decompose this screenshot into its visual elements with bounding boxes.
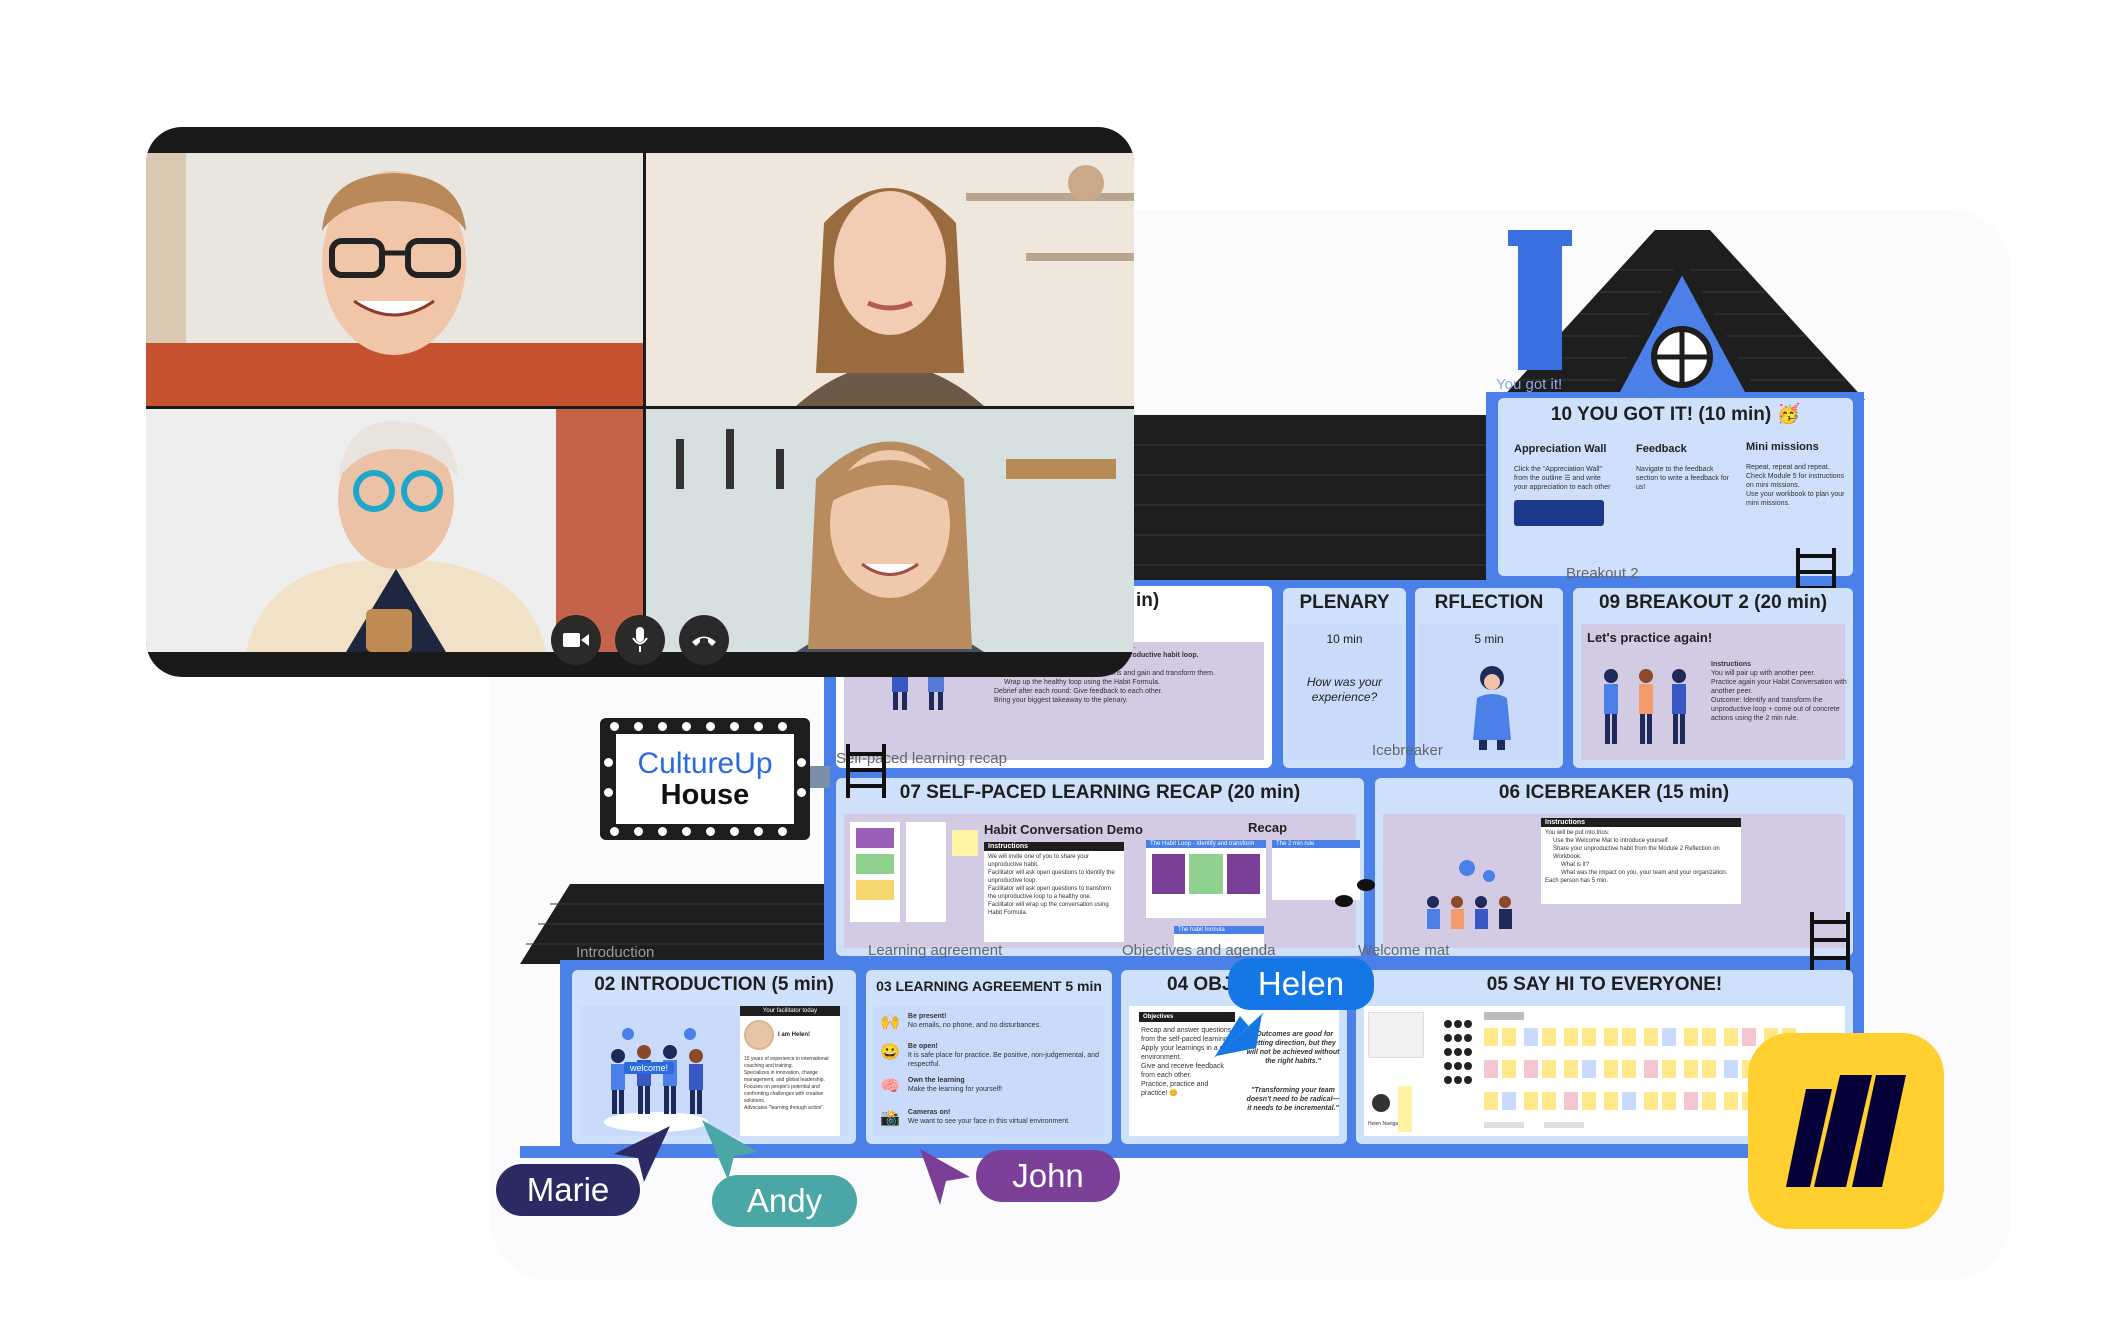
room-title: PLENARY (1299, 592, 1390, 613)
room-title: 03 LEARNING AGREEMENT 5 min (876, 978, 1102, 994)
group-discussion-illustration (1427, 860, 1512, 929)
camera-toggle-button[interactable] (551, 615, 601, 665)
raised-hands-icon: 🙌 (880, 1014, 900, 1031)
room-reflection[interactable]: RFLECTION 5 min (1415, 588, 1563, 768)
room-title: 09 BREAKOUT 2 (20 min) (1598, 592, 1828, 613)
area-label-breakout-2: Breakout 2 (1566, 565, 1639, 582)
chimney (1508, 230, 1572, 370)
sign-subtitle: House (660, 778, 750, 811)
marie-cursor-icon (614, 1126, 670, 1182)
ladder (846, 744, 886, 798)
room-06-icebreaker[interactable]: 06 ICEBREAKER (15 min) Instructions You … (1375, 778, 1853, 956)
room-10-you-got-it[interactable]: 10 YOU GOT IT! (10 min) 🥳 Appreciation W… (1498, 398, 1853, 576)
video-camera-icon (563, 633, 589, 647)
faces-grid (1442, 1016, 1472, 1128)
john-cursor-icon (920, 1149, 970, 1205)
welcome-banner: welcome! (624, 1062, 675, 1074)
room-02-introduction[interactable]: 02 INTRODUCTION (5 min) welcome! Your fa… (572, 970, 856, 1144)
people-practice-illustration (1604, 669, 1686, 744)
thinking-woman-illustration (1473, 666, 1511, 750)
welcome-team-illustration (604, 1028, 708, 1132)
andy-cursor-icon (702, 1120, 758, 1180)
cursor-label-andy: Andy (712, 1175, 857, 1227)
participant-video-tile[interactable] (646, 153, 1134, 406)
cursor-label-john: John (976, 1150, 1120, 1202)
avatar (744, 1020, 774, 1050)
microphone-toggle-button[interactable] (615, 615, 665, 665)
brain-icon: 🧠 (880, 1078, 900, 1095)
room-09-breakout-2[interactable]: 09 BREAKOUT 2 (20 min) Let's practice ag… (1573, 588, 1853, 768)
miro-logo-icon (1748, 1033, 1944, 1229)
room-title: 04 OBJ (1167, 974, 1233, 995)
video-call-window[interactable] (146, 127, 1134, 677)
area-label-icebreaker: Icebreaker (1372, 742, 1443, 759)
avatar (1372, 1094, 1390, 1112)
area-label-learning-agreement: Learning agreement (868, 942, 1003, 959)
call-controls (146, 615, 1134, 665)
cursor-label-helen: Helen (1228, 958, 1374, 1010)
microphone-icon (632, 627, 648, 652)
room-title: 10 YOU GOT IT! (10 min) 🥳 (1550, 404, 1801, 425)
area-label-you-got-it: You got it! (1496, 376, 1563, 393)
area-label-objectives-agenda: Objectives and agenda (1122, 942, 1276, 959)
room-07-self-paced-learning-recap[interactable]: 07 SELF-PACED LEARNING RECAP (20 min) Ha… (836, 778, 1364, 956)
gable-roof (1500, 230, 1865, 405)
appreciation-image (1514, 500, 1604, 526)
camera-icon: 📸 (880, 1110, 900, 1127)
lower-left-roof (520, 884, 840, 964)
room-title: in) (1136, 590, 1160, 611)
sign-title: CultureUp (637, 746, 773, 780)
facilitator-card[interactable]: Your facilitator today I am Helen! 15 ye… (740, 1006, 840, 1136)
room-title: 06 ICEBREAKER (15 min) (1498, 782, 1730, 803)
cultureup-house-sign[interactable]: CultureUp House (600, 718, 810, 840)
smile-icon: 😀 (880, 1044, 900, 1061)
participant-video-tile[interactable] (146, 153, 643, 406)
middle-roof (1130, 415, 1500, 585)
cursor-label-marie: Marie (496, 1164, 640, 1216)
room-title: 07 SELF-PACED LEARNING RECAP (20 min) (899, 782, 1301, 803)
helen-cursor-icon (1214, 1012, 1264, 1058)
footprints-icon (1335, 879, 1375, 907)
area-label-welcome-mat: Welcome mat (1358, 942, 1450, 959)
room-04-objectives[interactable]: 04 OBJ Objectives Recap and answer quest… (1121, 970, 1347, 1144)
phone-hangup-icon (692, 636, 716, 646)
room-title: 05 SAY HI TO EVERYONE! (1486, 974, 1723, 995)
room-plenary[interactable]: PLENARY 10 min How was your experience? (1283, 588, 1406, 768)
room-title: 02 INTRODUCTION (5 min) (594, 974, 834, 995)
habit-board-thumbnail (850, 822, 900, 922)
room-title: RFLECTION (1434, 592, 1544, 613)
hang-up-button[interactable] (679, 615, 729, 665)
participant-video-tile[interactable] (146, 409, 643, 652)
ladder (1810, 912, 1850, 970)
area-label-introduction: Introduction (576, 944, 655, 961)
participant-video-tile[interactable] (646, 409, 1134, 652)
room-03-learning-agreement[interactable]: 03 LEARNING AGREEMENT 5 min 🙌 Be present… (866, 970, 1112, 1144)
